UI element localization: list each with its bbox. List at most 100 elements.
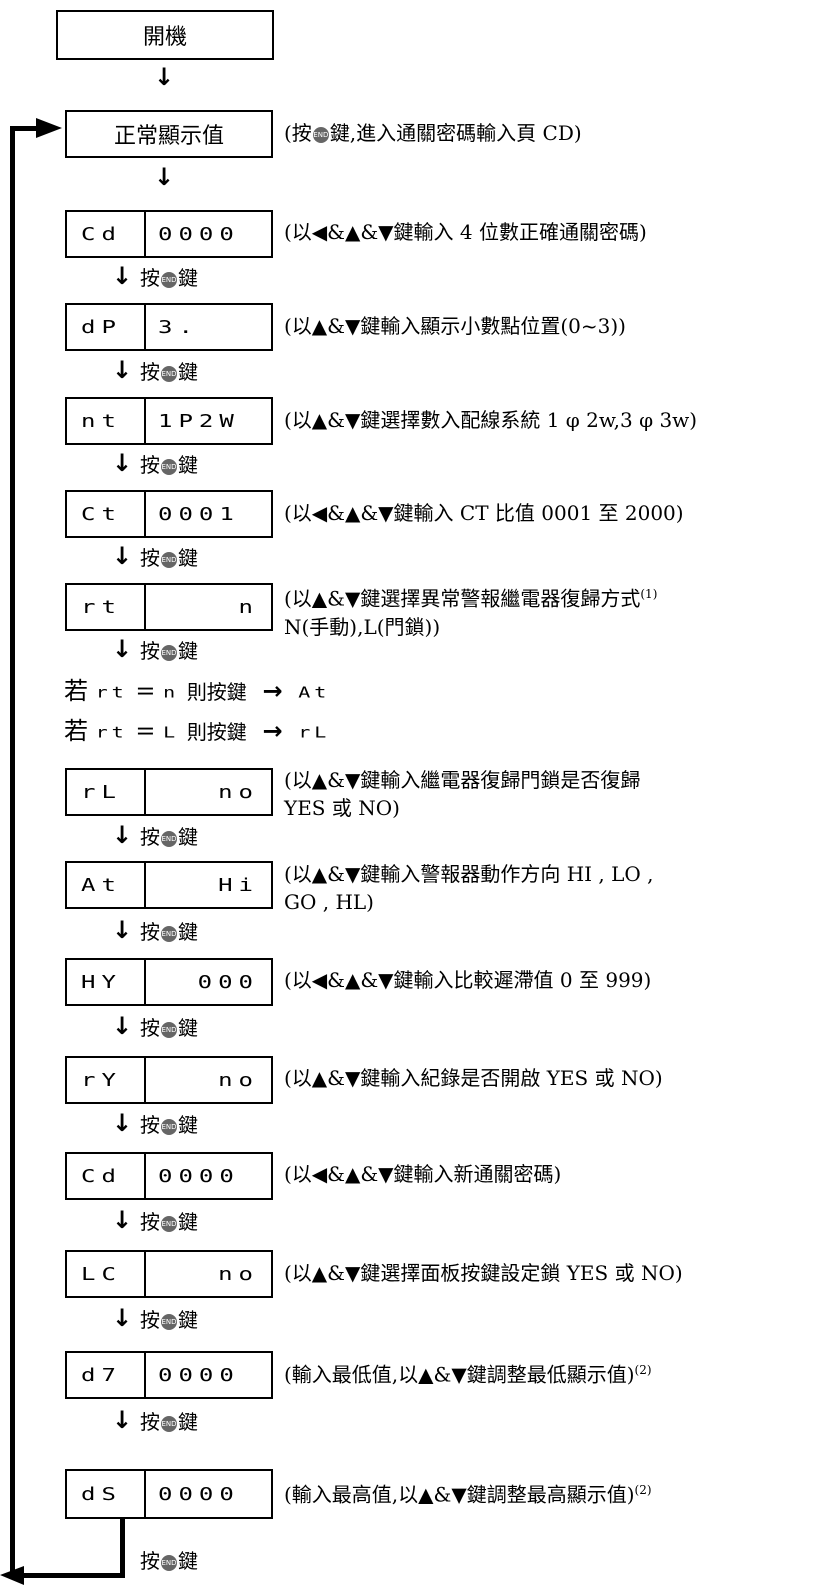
step-value: Hi	[146, 863, 271, 907]
step-code-text: dP	[81, 316, 122, 338]
step-desc: (以◀&▲&▼鍵輸入新通關密碼)	[284, 1162, 562, 1186]
step-value: 0000	[146, 1471, 271, 1517]
press-end-key: 按END鍵	[140, 1409, 198, 1435]
step-desc: (以◀&▲&▼鍵輸入 CT 比值 0001 至 2000)	[284, 501, 684, 525]
step-code-text: HY	[81, 971, 122, 993]
step-code-text: dS	[81, 1483, 122, 1505]
step-box-rl: rL no	[65, 768, 273, 816]
power-on-box: 開機	[56, 10, 274, 60]
step-desc-line: YES 或 NO)	[284, 796, 400, 820]
press-label-b: 鍵	[178, 825, 198, 849]
press-end-key: 按END鍵	[140, 1548, 198, 1574]
step-code-text: LC	[81, 1263, 122, 1285]
step-value-text: n	[238, 596, 259, 618]
step-box-cd-new: Cd 0000	[65, 1152, 273, 1200]
step-box-d7: d7 0000	[65, 1351, 273, 1399]
press-label-b: 鍵	[178, 360, 198, 384]
step-value-text: no	[218, 1263, 259, 1285]
step-desc-line: (以▲&▼鍵輸入警報器動作方向 HI , LO ,	[284, 862, 654, 886]
step-value-text: Hi	[218, 874, 259, 896]
end-key-icon: END	[161, 1021, 177, 1038]
press-label-a: 按	[140, 825, 160, 849]
step-code-text: rt	[81, 596, 122, 618]
step-box-ry: rY no	[65, 1056, 273, 1104]
down-arrow: ↓	[112, 1206, 133, 1234]
down-arrow: ↓	[112, 542, 133, 570]
press-end-key: 按END鍵	[140, 824, 198, 850]
step-box-nt: nt 1P2W	[65, 397, 273, 445]
end-key-icon: END	[161, 925, 177, 942]
press-label-b: 鍵	[178, 266, 198, 290]
end-key-icon: END	[161, 271, 177, 288]
step-desc-line: (輸入最低值,以▲&▼鍵調整最低顯示值)	[284, 1362, 635, 1387]
end-key-icon: END	[161, 365, 177, 382]
down-arrow: ↓	[154, 163, 175, 191]
step-desc-line: (以▲&▼鍵輸入繼電器復歸門鎖是否復歸	[284, 768, 641, 792]
condition-target: At	[298, 683, 331, 701]
press-label-a: 按	[140, 1308, 160, 1332]
power-on-label: 開機	[142, 25, 187, 50]
press-label-b: 鍵	[178, 1210, 198, 1234]
condition-eq: =	[135, 677, 156, 705]
down-arrow: ↓	[112, 635, 133, 663]
step-code: dS	[67, 1471, 146, 1517]
step-value-text: 3.	[158, 316, 199, 338]
step-value: no	[146, 770, 271, 814]
press-label-b: 鍵	[178, 920, 198, 944]
down-arrow: ↓	[112, 356, 133, 384]
step-desc: (以▲&▼鍵選擇數入配線系統 1 φ 2w,3 φ 3w)	[284, 408, 698, 432]
press-label-a: 按	[140, 360, 160, 384]
step-code-text: rY	[81, 1069, 122, 1091]
down-arrow: ↓	[112, 449, 133, 477]
step-desc-line: (以▲&▼鍵選擇異常警報繼電器復歸方式	[284, 586, 641, 611]
condition-arrow: →	[262, 677, 283, 705]
step-value-text: 0000	[158, 1165, 240, 1187]
condition-code: rt	[95, 723, 128, 741]
step-code: nt	[67, 399, 146, 443]
press-end-key: 按END鍵	[140, 1307, 198, 1333]
condition-value: n	[163, 683, 180, 701]
press-label-b: 鍵	[178, 1549, 198, 1573]
end-key-icon: END	[161, 1415, 177, 1432]
step-value-text: 0000	[158, 223, 240, 245]
down-arrow: ↓	[112, 821, 133, 849]
step-desc: (輸入最低值,以▲&▼鍵調整最低顯示值)(2)	[284, 1356, 652, 1389]
step-desc: (以▲&▼鍵輸入顯示小數點位置(0~3))	[284, 314, 626, 338]
step-code-text: d7	[81, 1364, 122, 1386]
press-label-a: 按	[140, 1016, 160, 1040]
normal-display-desc-a: (按	[284, 121, 312, 145]
press-end-key: 按END鍵	[140, 1015, 198, 1041]
press-label-a: 按	[140, 639, 160, 663]
step-desc: (以▲&▼鍵選擇異常警報繼電器復歸方式(1) N(手動),L(門鎖))	[284, 580, 657, 641]
condition-then: 則按鍵	[186, 720, 247, 744]
step-value: 000	[146, 960, 271, 1004]
press-label-b: 鍵	[178, 1410, 198, 1434]
step-box-rt: rt n	[65, 583, 273, 631]
press-label-b: 鍵	[178, 453, 198, 477]
step-value-text: no	[218, 781, 259, 803]
step-code: rY	[67, 1058, 146, 1102]
press-label-a: 按	[140, 1410, 160, 1434]
loop-arrowhead-left	[0, 1566, 24, 1585]
press-end-key: 按END鍵	[140, 1209, 198, 1235]
condition-code: rt	[95, 683, 128, 701]
step-box-lc: LC no	[65, 1250, 273, 1298]
step-desc: (以◀&▲&▼鍵輸入比較遲滯值 0 至 999)	[284, 968, 652, 992]
step-value-text: 0000	[158, 1483, 240, 1505]
press-label-a: 按	[140, 1210, 160, 1234]
step-code-text: Cd	[81, 223, 122, 245]
step-desc-line: (輸入最高值,以▲&▼鍵調整最高顯示值)	[284, 1482, 635, 1507]
down-arrow: ↓	[154, 63, 175, 91]
step-value-text: 1P2W	[158, 410, 240, 432]
step-desc: (以◀&▲&▼鍵輸入 4 位數正確通關密碼)	[284, 220, 647, 244]
footnote-ref: (2)	[634, 1363, 652, 1377]
step-box-ct: Ct 0001	[65, 490, 273, 538]
press-label-a: 按	[140, 453, 160, 477]
press-end-key: 按END鍵	[140, 919, 198, 945]
condition-prefix: 若	[64, 717, 88, 745]
step-value: n	[146, 585, 271, 629]
step-value: no	[146, 1252, 271, 1296]
step-value: no	[146, 1058, 271, 1102]
end-key-icon: END	[312, 126, 329, 143]
step-desc: (以▲&▼鍵輸入警報器動作方向 HI , LO , GO , HL)	[284, 860, 654, 916]
